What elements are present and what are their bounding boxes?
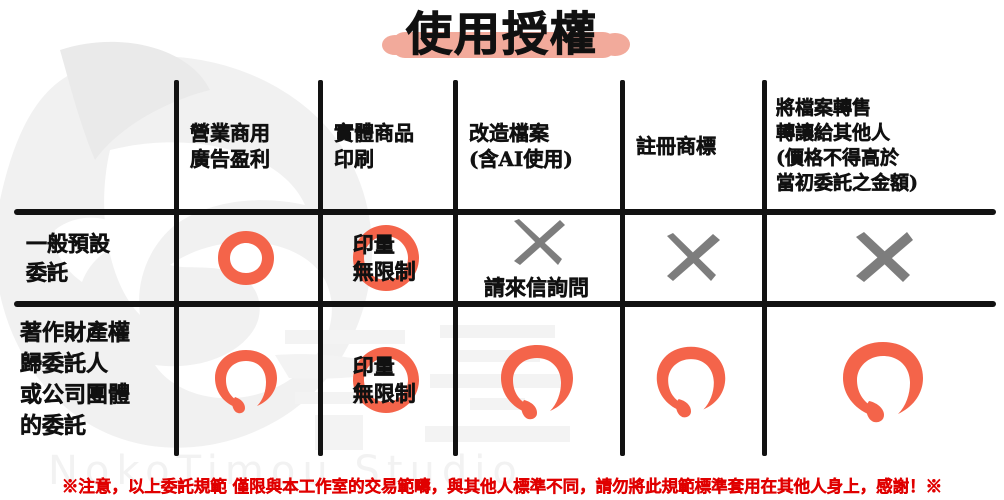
permissions-table: 營業商用 廣告盈利 實體商品 印刷 改造檔案 (含AI使用) 註冊商標 將檔案轉…	[0, 80, 1004, 456]
cell-copyright-resell	[762, 304, 1004, 456]
row-label-cell-copyright: 著作財產權 歸委託人 或公司團體 的委託	[0, 304, 174, 456]
circle-open-icon	[656, 346, 726, 418]
header-label-modify-file: 改造檔案 (含AI使用)	[469, 121, 573, 172]
circle-open-icon	[215, 350, 277, 414]
mark-circle-open	[453, 304, 620, 456]
mark-circle-closed-with-text: 印量 無限制	[318, 304, 453, 456]
mark-circle-open	[174, 304, 318, 456]
header-label-resell: 將檔案轉售 轉讓給其他人 (價格不得高於 當初委託之金額)	[776, 97, 919, 195]
mark-overlay-text: 印量 無限制	[352, 232, 416, 285]
row-label-default: 一般預設 委託	[26, 231, 111, 286]
table-row-default-commission: 一般預設 委託 印量 無限制	[0, 212, 1004, 304]
row-label-cell-default: 一般預設 委託	[0, 212, 174, 304]
title-text: 使用授權	[406, 7, 598, 62]
header-label-trademark: 註冊商標	[636, 134, 717, 159]
cell-copyright-modify-file	[453, 304, 620, 456]
mark-circle-closed	[174, 212, 318, 304]
cell-default-trademark	[620, 212, 762, 304]
mark-cross	[762, 212, 1004, 304]
cross-icon	[513, 219, 565, 265]
mark-cross-with-note: 請來信詢問	[453, 212, 620, 304]
header-label-commercial: 營業商用 廣告盈利	[190, 121, 271, 172]
header-cell-modify-file: 改造檔案 (含AI使用)	[453, 80, 620, 212]
mark-circle-open	[620, 304, 762, 456]
cell-copyright-trademark	[620, 304, 762, 456]
table-header-row: 營業商用 廣告盈利 實體商品 印刷 改造檔案 (含AI使用) 註冊商標 將檔案轉…	[0, 80, 1004, 212]
circle-closed-icon	[352, 347, 419, 413]
circle-open-icon	[500, 345, 573, 420]
header-cell-resell: 將檔案轉售 轉讓給其他人 (價格不得高於 當初委託之金額)	[762, 80, 1004, 212]
mark-overlay-text: 印量 無限制	[352, 354, 416, 407]
cell-default-resell	[762, 212, 1004, 304]
header-cell-physical-print: 實體商品 印刷	[318, 80, 453, 212]
header-divider-rule	[14, 209, 996, 215]
cross-icon	[667, 233, 720, 281]
title-highlight-brush	[382, 32, 630, 58]
circle-open-icon	[843, 342, 923, 423]
header-cell-trademark: 註冊商標	[620, 80, 762, 212]
mark-below-text: 請來信詢問	[484, 275, 590, 300]
cell-default-commercial	[174, 212, 318, 304]
table-row-copyright-commission: 著作財產權 歸委託人 或公司團體 的委託 印量 無限制	[0, 304, 1004, 456]
header-cell-corner	[0, 80, 174, 212]
cell-copyright-commercial	[174, 304, 318, 456]
row-label-copyright: 著作財產權 歸委託人 或公司團體 的委託	[20, 320, 131, 440]
page-title: 使用授權	[0, 6, 1004, 76]
mark-circle-closed-with-text: 印量 無限制	[318, 212, 453, 304]
mark-cross	[620, 212, 762, 304]
cell-default-physical-print: 印量 無限制	[318, 212, 453, 304]
circle-closed-icon	[218, 231, 274, 285]
row-divider-rule	[14, 301, 996, 307]
cell-default-modify-file: 請來信詢問	[453, 212, 620, 304]
mark-circle-open	[762, 304, 1004, 456]
cross-icon	[856, 232, 913, 282]
header-label-physical-print: 實體商品 印刷	[334, 121, 415, 172]
header-cell-commercial: 營業商用 廣告盈利	[174, 80, 318, 212]
footer-note: ※注意，以上委託規範 僅限與本工作室的交易範疇，與其他人標準不同，請勿將此規範標…	[61, 477, 943, 496]
cell-copyright-physical-print: 印量 無限制	[318, 304, 453, 456]
circle-closed-icon	[352, 225, 419, 291]
